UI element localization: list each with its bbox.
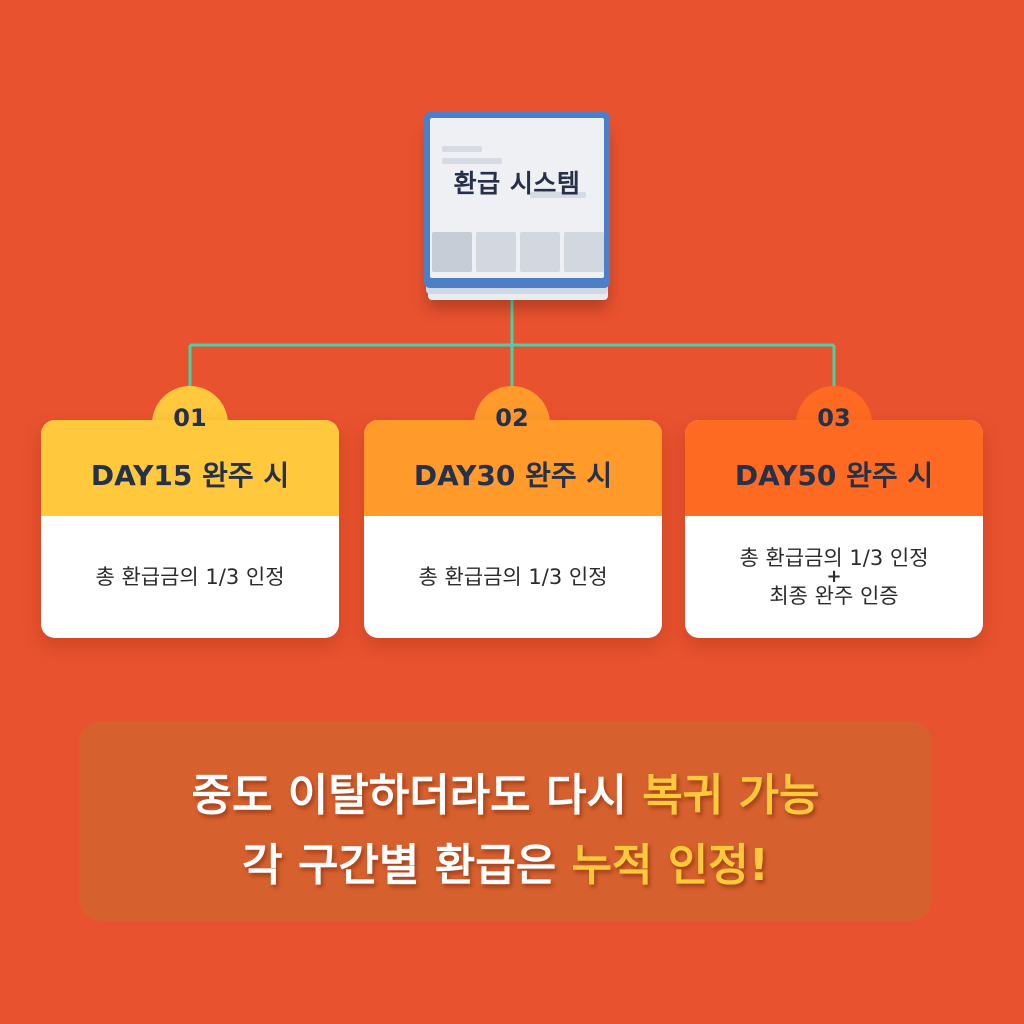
plus-sign: + — [826, 566, 842, 587]
system-cell — [564, 232, 604, 272]
book-screen-icon: 환급 시스템 — [424, 112, 610, 288]
step-card-header: DAY50 완주 시 — [685, 420, 983, 516]
banner-line-1: 중도 이탈하더라도 다시 복귀 가능 — [79, 759, 932, 823]
step-card-header: DAY15 완주 시 — [41, 420, 339, 516]
system-deco-line — [442, 146, 482, 152]
step-card-1: DAY15 완주 시 총 환급금의 1/3 인정 — [41, 420, 339, 638]
step-title: DAY50 완주 시 — [734, 459, 934, 492]
step-body-line: 총 환급금의 1/3 인정 — [95, 565, 285, 589]
step-body-line: 최종 완주 인증 — [769, 584, 899, 608]
banner-text: 중도 이탈하더라도 다시 — [191, 770, 643, 821]
refund-system-node: 환급 시스템 — [424, 112, 610, 300]
step-number: 03 — [817, 404, 851, 432]
step-body-line: 총 환급금의 1/3 인정 — [739, 546, 929, 570]
system-deco-line — [442, 158, 502, 164]
step-number: 02 — [495, 404, 529, 432]
step-card-2: DAY30 완주 시 총 환급금의 1/3 인정 — [364, 420, 662, 638]
step-body-line: 총 환급금의 1/3 인정 — [418, 565, 608, 589]
step-body: 총 환급금의 1/3 인정 — [41, 516, 339, 638]
system-deco-line — [530, 192, 586, 198]
step-body: 총 환급금의 1/3 인정 — [364, 516, 662, 638]
system-title: 환급 시스템 — [453, 169, 581, 198]
banner-highlight: 누적 인정 — [571, 840, 749, 891]
step-card-header: DAY30 완주 시 — [364, 420, 662, 516]
system-cell — [520, 232, 560, 272]
step-card-3: DAY50 완주 시 총 환급금의 1/3 인정 + 최종 완주 인증 — [685, 420, 983, 638]
banner-highlight: 복귀 가능 — [642, 770, 820, 821]
step-number: 01 — [173, 404, 207, 432]
banner-exclaim: ! — [748, 840, 769, 891]
system-cells — [432, 232, 604, 272]
step-body: 총 환급금의 1/3 인정 + 최종 완주 인증 — [685, 516, 983, 638]
step-title: DAY30 완주 시 — [413, 459, 613, 492]
banner-text: 각 구간별 환급은 — [242, 840, 572, 891]
system-cell — [432, 232, 472, 272]
notice-banner: 중도 이탈하더라도 다시 복귀 가능 각 구간별 환급은 누적 인정! — [79, 721, 932, 921]
banner-line-2: 각 구간별 환급은 누적 인정! — [79, 829, 932, 893]
step-title: DAY15 완주 시 — [90, 459, 290, 492]
system-cell — [476, 232, 516, 272]
